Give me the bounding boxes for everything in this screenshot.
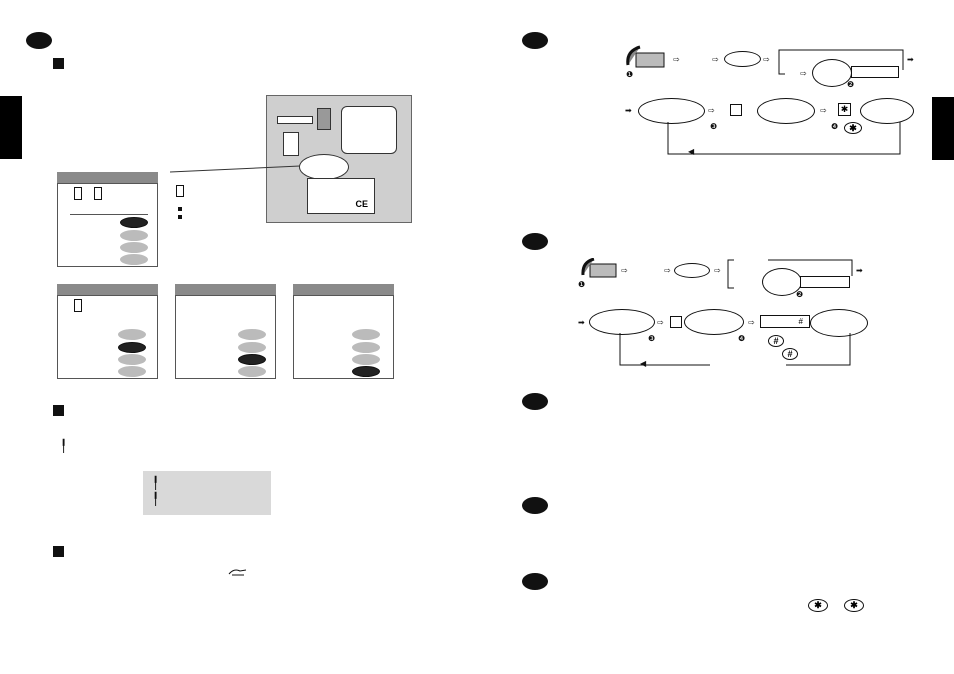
step-2-marker: ❷ [847, 80, 855, 89]
hand-icon [228, 569, 247, 576]
step-2-marker: ❷ [796, 290, 804, 299]
key-icon: ╿ [152, 492, 160, 506]
panel-1-header [57, 172, 158, 183]
flow2-oval-c [589, 309, 655, 335]
section-badge-right-5 [522, 573, 548, 590]
side-tab-right [932, 97, 954, 160]
arrow-icon: ⇨ [712, 55, 719, 64]
panel-4-header [293, 284, 394, 295]
device-block [283, 132, 299, 156]
callout-line [170, 165, 301, 173]
flow1-key-a [730, 104, 742, 116]
step-4-marker: ❹ [831, 122, 839, 131]
arrow-icon: ➡ [578, 318, 585, 327]
flow1-oval-d [757, 98, 815, 124]
arrow-icon: ⇨ [621, 266, 628, 275]
flow2-return-line [619, 333, 851, 366]
section-badge-right-4 [522, 497, 548, 514]
flow1-star-key: ✱ [838, 103, 851, 116]
hash-keycap: # [768, 335, 784, 347]
panel-4 [293, 295, 394, 379]
arrow-icon: ⇨ [763, 55, 770, 64]
flow1-oval-b [812, 59, 852, 87]
star-keycap: ✱ [844, 122, 862, 134]
arrow-icon: ⇨ [657, 318, 664, 327]
star-keycap: ✱ [808, 599, 828, 612]
step-4-marker: ❹ [738, 334, 746, 343]
flow2-oval-b [762, 268, 802, 296]
flow1-return-line [667, 122, 901, 155]
step-1-marker: ❶ [626, 70, 634, 79]
key-icon: ╿ [152, 476, 160, 490]
flow1-bracket [778, 49, 904, 75]
arrow-icon: ➡ [907, 55, 914, 64]
flow1-key-row [851, 66, 899, 78]
bullet-square-2 [53, 405, 64, 416]
legend-switch-off-a [178, 207, 182, 211]
step-1-marker: ❶ [578, 280, 586, 289]
flow1-oval-c [638, 98, 705, 124]
section-badge-left-top [26, 32, 52, 49]
flow2-key-row [800, 276, 850, 288]
hash-label: # [798, 317, 803, 326]
notes-box: ╿ ╿ [143, 471, 271, 515]
panel-3 [175, 295, 276, 379]
flow1-oval-a [724, 51, 761, 67]
panel-2 [57, 295, 158, 379]
legend-switch-on [176, 185, 184, 197]
device-illustration: CE [266, 95, 412, 223]
step-3-marker: ❸ [710, 122, 718, 131]
arrow-icon: ⇨ [673, 55, 680, 64]
star-keycap: ✱ [844, 599, 864, 612]
star-label: ✱ [840, 104, 849, 114]
flow2-bracket [727, 259, 853, 289]
bullet-square-3 [53, 546, 64, 557]
phone-icon [626, 45, 665, 68]
arrow-icon: ⇨ [820, 106, 827, 115]
flow2-key-row-b: # [760, 315, 810, 328]
ce-mark: CE [355, 199, 368, 209]
arrow-icon: ⇨ [664, 266, 671, 275]
flow2-oval-a [674, 263, 710, 278]
legend-switch-off-b [178, 215, 182, 219]
device-slot [277, 116, 313, 124]
section-badge-right-2 [522, 233, 548, 250]
bullet-square-1 [53, 58, 64, 69]
device-chip [317, 108, 331, 130]
arrow-icon: ⇨ [800, 69, 807, 78]
arrow-icon: ⇨ [714, 266, 721, 275]
section-badge-right-3 [522, 393, 548, 410]
panel-3-header [175, 284, 276, 295]
device-label-plate: CE [307, 178, 375, 214]
key-icon: ╿ [60, 439, 68, 453]
side-tab-left [0, 96, 22, 159]
arrow-icon: ◀ [640, 359, 647, 368]
flow1-oval-e [860, 98, 914, 124]
flow2-oval-d [684, 309, 744, 335]
hash-keycap: # [782, 348, 798, 360]
flow2-key-a [670, 316, 682, 328]
flow2-oval-e [810, 309, 868, 337]
section-badge-right-1 [522, 32, 548, 49]
panel-2-header [57, 284, 158, 295]
arrow-icon: ⇨ [748, 318, 755, 327]
arrow-icon: ◀ [688, 147, 695, 156]
arrow-icon: ➡ [625, 106, 632, 115]
panel-1 [57, 183, 158, 267]
device-display [341, 106, 397, 154]
phone-icon [581, 258, 617, 278]
arrow-icon: ⇨ [708, 106, 715, 115]
arrow-icon: ➡ [856, 266, 863, 275]
step-3-marker: ❸ [648, 334, 656, 343]
